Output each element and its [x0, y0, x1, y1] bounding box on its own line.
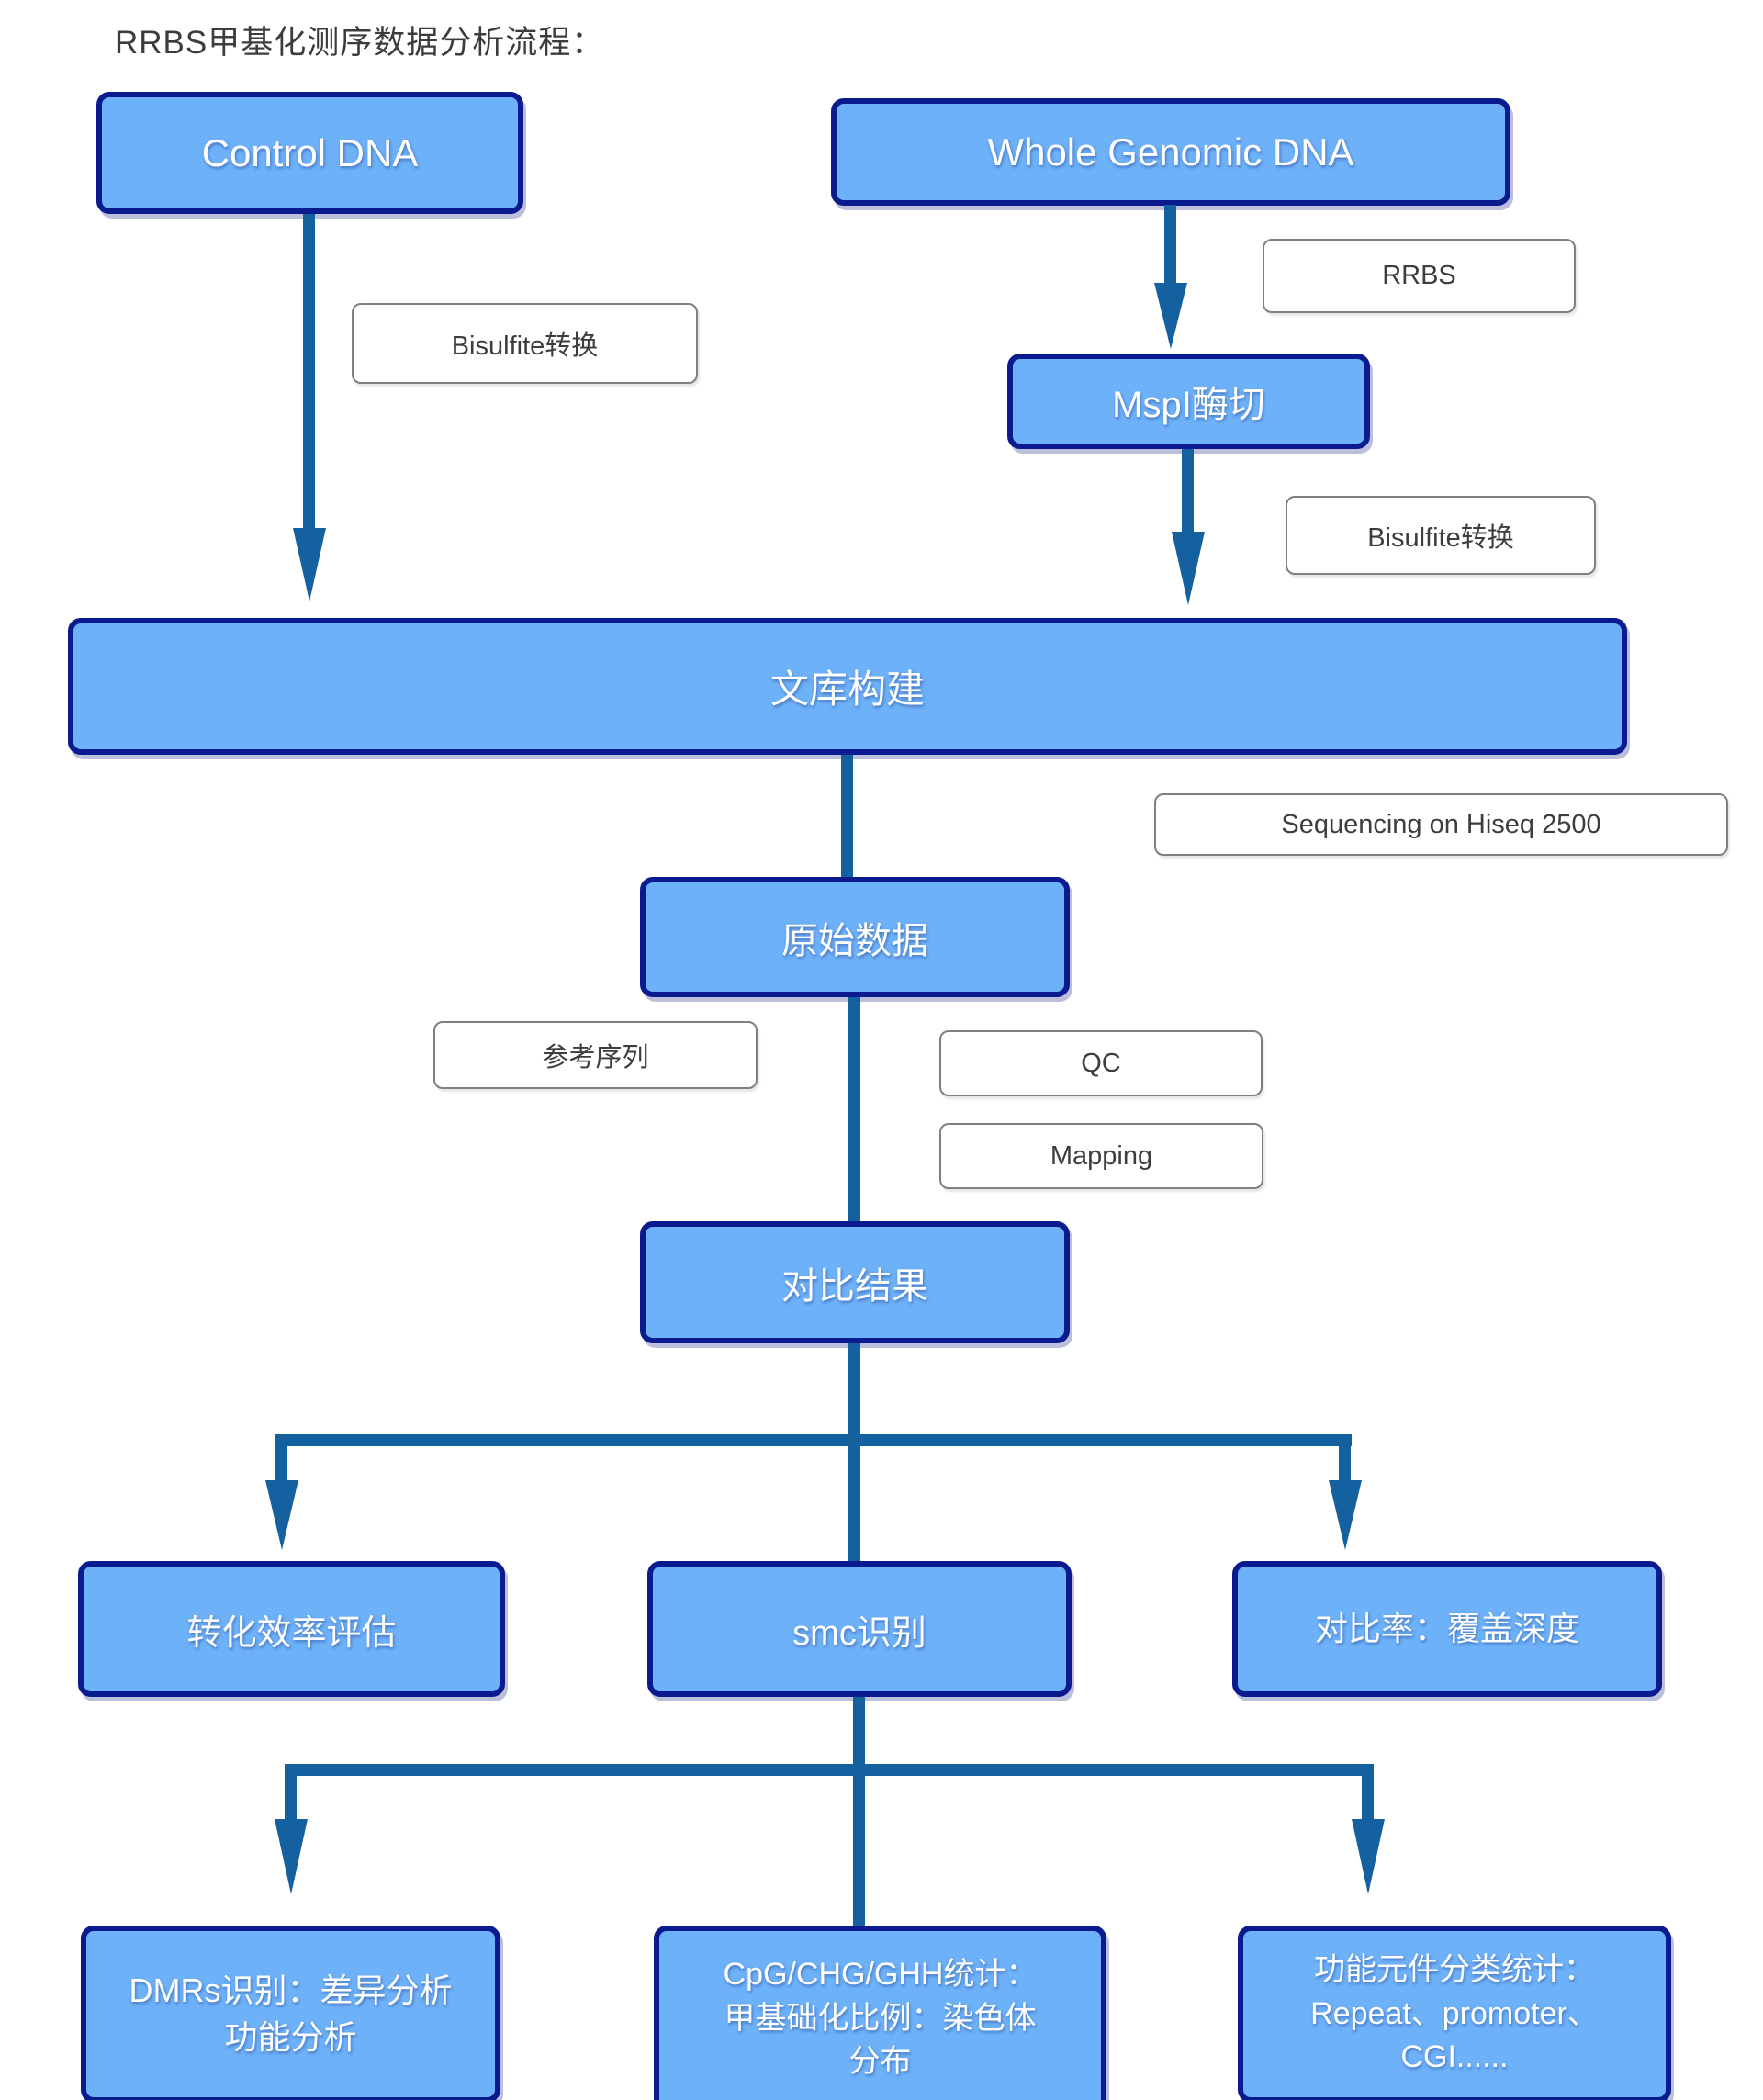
arrow-down-icon — [293, 528, 326, 601]
label-reference-sequence: 参考序列 — [433, 1021, 758, 1089]
branch2-right-stem — [1362, 1764, 1374, 1821]
connector-raw-to-align-line — [848, 997, 860, 1221]
branch-bar-2 — [285, 1764, 1373, 1776]
label-qc: QC — [939, 1030, 1263, 1096]
label-rrbs: RRBS — [1263, 239, 1576, 313]
branch-bar-1 — [275, 1434, 1352, 1446]
label-mapping: Mapping — [939, 1123, 1263, 1189]
branch2-center-stem — [853, 1764, 865, 1926]
node-dmrs-analysis: DMRs识别：差异分析 功能分析 — [81, 1926, 500, 2100]
label-bisulfite-conversion-right: Bisulfite转换 — [1286, 496, 1596, 575]
arrow-down-icon — [275, 1819, 308, 1894]
node-cpg-chg-ghh-stats: CpG/CHG/GHH统计： 甲基础化比例：染色体 分布 — [654, 1926, 1106, 2100]
branch1-right-stem — [1339, 1434, 1351, 1482]
connector-align-to-branch-line — [848, 1343, 860, 1440]
node-control-dna: Control DNA — [96, 92, 523, 214]
node-raw-data: 原始数据 — [640, 877, 1070, 997]
connector-library-to-raw-line — [841, 755, 853, 877]
node-align-result: 对比结果 — [640, 1221, 1070, 1343]
label-sequencing-hiseq: Sequencing on Hiseq 2500 — [1154, 793, 1728, 856]
node-functional-elements: 功能元件分类统计： Repeat、promoter、 CGI...... — [1238, 1926, 1671, 2100]
node-library-build: 文库构建 — [68, 618, 1627, 755]
arrow-down-icon — [265, 1480, 298, 1550]
arrow-down-icon — [1329, 1480, 1362, 1550]
branch1-center-stem — [848, 1434, 860, 1561]
arrow-down-icon — [1352, 1819, 1385, 1894]
arrow-down-icon — [1154, 283, 1187, 349]
branch1-left-stem — [275, 1434, 287, 1482]
branch2-left-stem — [285, 1764, 297, 1821]
node-conversion-efficiency: 转化效率评估 — [78, 1561, 505, 1697]
connector-smc-to-branch-line — [853, 1697, 865, 1770]
node-mspi-digest: MspI酶切 — [1007, 354, 1370, 449]
connector-mspi-to-library-line — [1182, 449, 1194, 532]
node-align-rate-coverage: 对比率：覆盖深度 — [1232, 1561, 1662, 1697]
page-title: RRBS甲基化测序数据分析流程： — [115, 25, 605, 61]
label-bisulfite-conversion-left: Bisulfite转换 — [352, 303, 698, 384]
connector-wgd-to-mspi-line — [1164, 205, 1176, 283]
node-smc-detect: smc识别 — [647, 1561, 1072, 1697]
node-whole-genomic-dna: Whole Genomic DNA — [831, 98, 1510, 206]
arrow-down-icon — [1172, 532, 1205, 605]
connector-control-to-library-line — [303, 214, 315, 528]
